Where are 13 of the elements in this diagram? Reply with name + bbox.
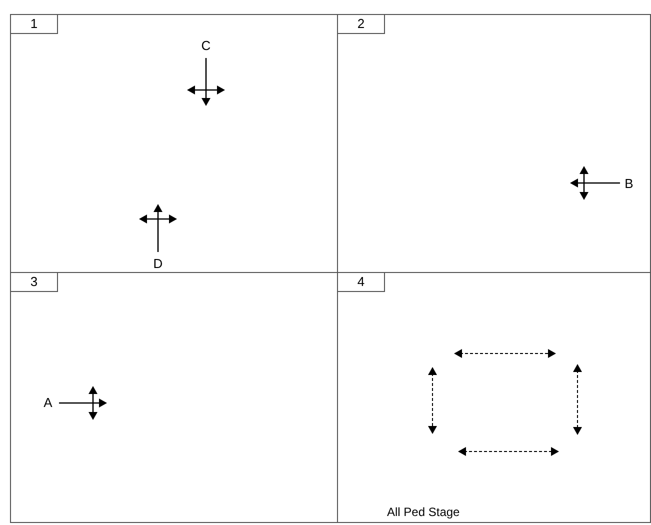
approach-label: A (44, 396, 52, 410)
phase-panel (337, 272, 651, 523)
approach-label: B (624, 177, 634, 191)
phase-panel (337, 14, 651, 273)
phase-panel (10, 14, 338, 273)
phase-panel (10, 272, 338, 523)
phase-number: 4 (338, 273, 385, 292)
phase-number: 1 (11, 15, 58, 34)
approach-label: D (153, 257, 163, 271)
phase-number: 2 (338, 15, 385, 34)
phase-number: 3 (11, 273, 58, 292)
approach-label: C (201, 39, 211, 53)
stage-caption: All Ped Stage (387, 505, 460, 519)
